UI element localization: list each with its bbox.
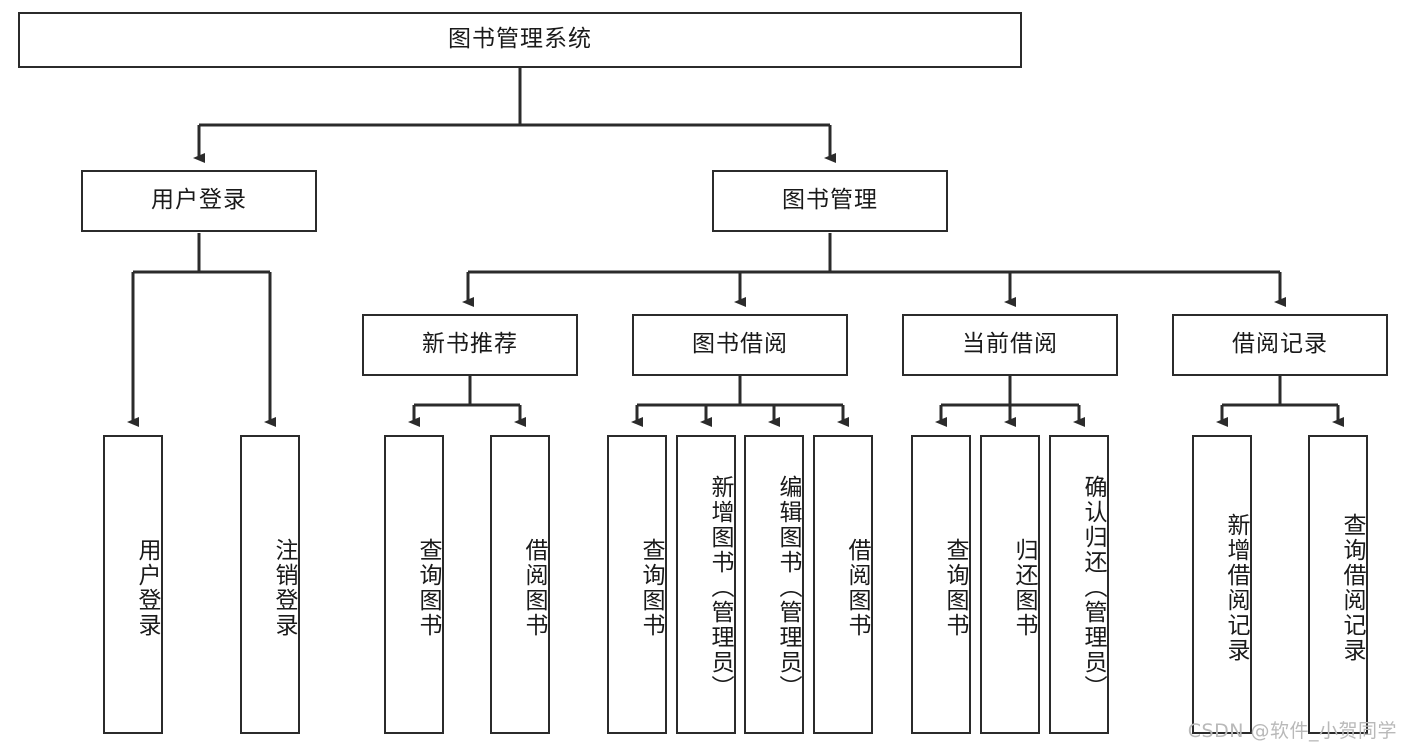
node-leaf-confirm-return-label: 确认归还（管理员） (1080, 475, 1106, 700)
node-user-login[interactable]: 用户登录 (81, 170, 317, 232)
node-leaf-logout-login[interactable]: 注销登录 (240, 435, 300, 734)
node-leaf-query-book-1-label: 查询图书 (415, 537, 441, 638)
node-leaf-query-record-label: 查询借阅记录 (1339, 512, 1365, 663)
node-leaf-borrow-book-1[interactable]: 借阅图书 (490, 435, 550, 734)
node-leaf-add-record[interactable]: 新增借阅记录 (1192, 435, 1252, 734)
node-user-login-label: 用户登录 (151, 187, 247, 214)
node-leaf-query-book-1[interactable]: 查询图书 (384, 435, 444, 734)
node-leaf-confirm-return[interactable]: 确认归还（管理员） (1049, 435, 1109, 734)
node-leaf-logout-login-label: 注销登录 (271, 537, 297, 638)
node-leaf-user-login-label: 用户登录 (134, 537, 160, 638)
node-leaf-query-book-2[interactable]: 查询图书 (607, 435, 667, 734)
node-leaf-return-book[interactable]: 归还图书 (980, 435, 1040, 734)
node-leaf-add-record-label: 新增借阅记录 (1223, 512, 1249, 663)
node-leaf-edit-book-label: 编辑图书（管理员） (775, 475, 801, 700)
node-leaf-user-login[interactable]: 用户登录 (103, 435, 163, 734)
node-leaf-add-book-label: 新增图书（管理员） (707, 475, 733, 700)
node-leaf-add-book[interactable]: 新增图书（管理员） (676, 435, 736, 734)
node-current-borrow-label: 当前借阅 (962, 331, 1058, 358)
node-root-label: 图书管理系统 (448, 26, 592, 53)
node-borrow-record[interactable]: 借阅记录 (1172, 314, 1388, 376)
node-borrow-record-label: 借阅记录 (1232, 331, 1328, 358)
node-leaf-query-book-2-label: 查询图书 (638, 537, 664, 638)
node-current-borrow[interactable]: 当前借阅 (902, 314, 1118, 376)
node-leaf-query-book-3-label: 查询图书 (942, 537, 968, 638)
node-leaf-return-book-label: 归还图书 (1011, 537, 1037, 638)
csdn-watermark: CSDN @软件_小贺同学 (1187, 720, 1397, 742)
node-book-borrow-label: 图书借阅 (692, 331, 788, 358)
node-leaf-borrow-book-2[interactable]: 借阅图书 (813, 435, 873, 734)
node-leaf-query-record[interactable]: 查询借阅记录 (1308, 435, 1368, 734)
node-leaf-borrow-book-1-label: 借阅图书 (521, 537, 547, 638)
node-new-book-recommend[interactable]: 新书推荐 (362, 314, 578, 376)
node-leaf-query-book-3[interactable]: 查询图书 (911, 435, 971, 734)
node-leaf-borrow-book-2-label: 借阅图书 (844, 537, 870, 638)
node-book-manage[interactable]: 图书管理 (712, 170, 948, 232)
node-new-book-recommend-label: 新书推荐 (422, 331, 518, 358)
node-root[interactable]: 图书管理系统 (18, 12, 1022, 68)
node-leaf-edit-book[interactable]: 编辑图书（管理员） (744, 435, 804, 734)
node-book-borrow[interactable]: 图书借阅 (632, 314, 848, 376)
node-book-manage-label: 图书管理 (782, 187, 878, 214)
